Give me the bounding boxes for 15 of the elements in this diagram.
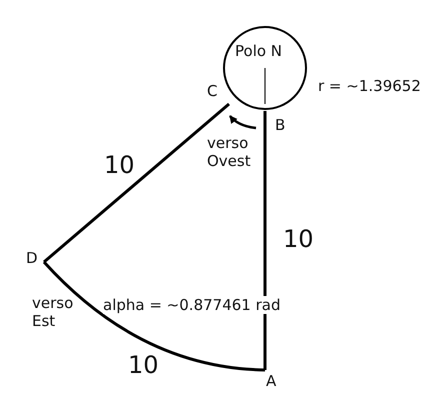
length-label: 10 — [104, 152, 135, 178]
point-label: B — [275, 116, 286, 134]
point-label: D — [26, 249, 38, 267]
length-label: 10 — [128, 352, 159, 378]
direction-note: verso Ovest — [207, 134, 252, 170]
arc — [42, 260, 266, 372]
circle-label: Polo N — [235, 42, 282, 60]
circle-node — [223, 26, 307, 110]
point-label: C — [207, 82, 218, 100]
direction-note: verso Est — [32, 294, 74, 330]
radius-note: r = ~1.39652 — [318, 77, 421, 95]
line — [43, 102, 230, 264]
point-label: A — [266, 372, 276, 390]
line — [264, 111, 266, 370]
length-label: 10 — [283, 226, 314, 252]
